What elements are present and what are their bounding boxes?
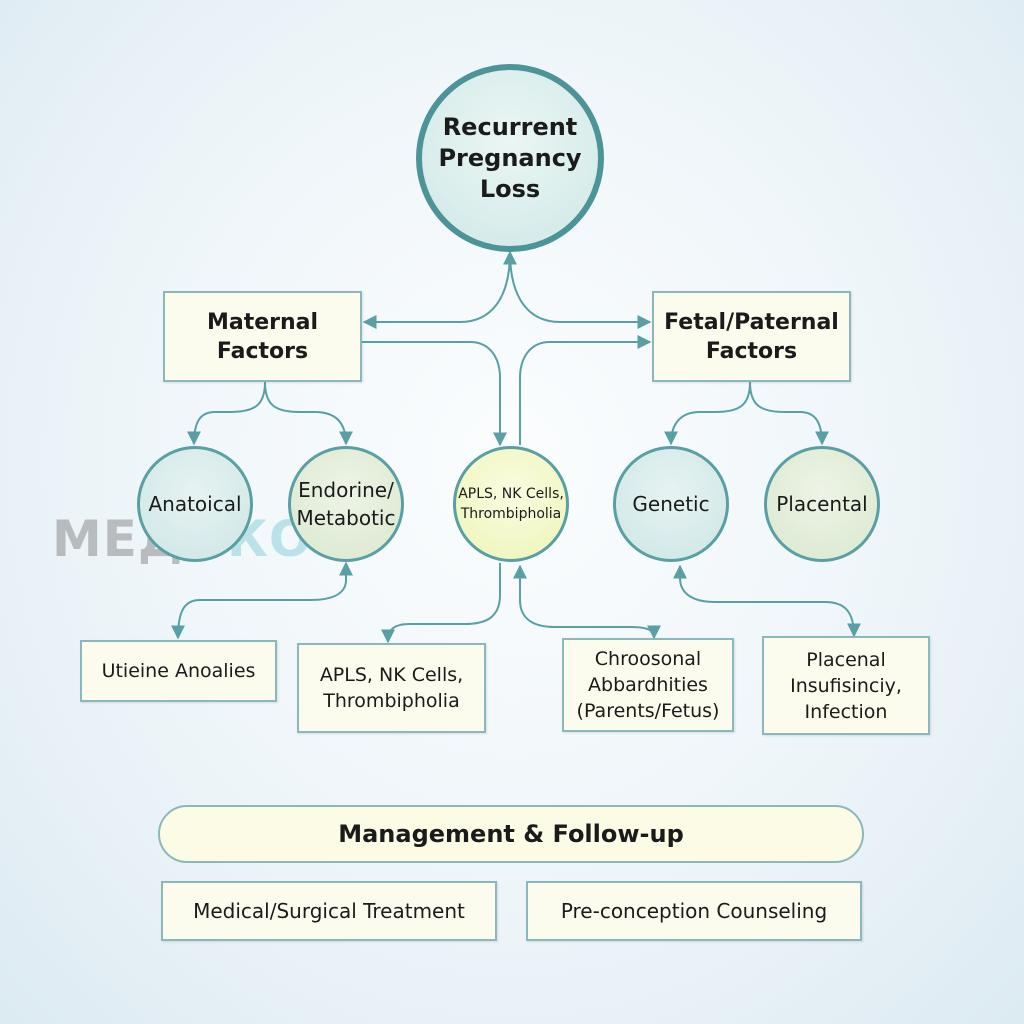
placental-detail-box: Placenal Insufisinciy, Infection [762,636,930,735]
connector-maternal-to-anatomical [187,381,266,446]
immune-detail-box: APLS, NK Cells, Thrombipholia [297,643,486,733]
maternal-factors-box: Maternal Factors [163,291,362,382]
connector-genetic-to-placental-detail [673,564,861,638]
connector-root-to-maternal [362,250,517,329]
connector-fetal-to-placental [749,381,829,446]
connector-immune-to-detail [381,563,501,644]
treatment-box: Medical/Surgical Treatment [161,881,497,941]
connector-maternal-to-immune [362,341,507,447]
uterine-anomalies-box: Utieine Anoalies [80,640,277,702]
placental-node: Placental [764,446,880,562]
genetic-node: Genetic [613,446,729,562]
immune-node: APLS, NK Cells, Thrombipholia [453,446,569,562]
counseling-box: Pre-conception Counseling [526,881,862,941]
connector-root-to-fetal [509,251,652,329]
management-header: Management & Follow-up [158,805,864,863]
fetal-paternal-factors-box: Fetal/Paternal Factors [652,291,851,382]
chromosomal-box: Chroosonal Abbardhities (Parents/Fetus) [562,638,734,732]
anatomical-node: Anatoical [137,446,253,562]
connector-immune-to-fetal [519,335,652,445]
connector-endocrine-to-uterine [171,561,353,640]
root-node: Recurrent Pregnancy Loss [416,64,604,252]
endocrine-metabolic-node: Endorine/ Metabotic [288,446,404,562]
connector-maternal-to-endocrine [264,381,353,446]
connector-fetal-to-genetic [664,381,751,446]
connector-immune-to-chromosomal [513,564,661,640]
